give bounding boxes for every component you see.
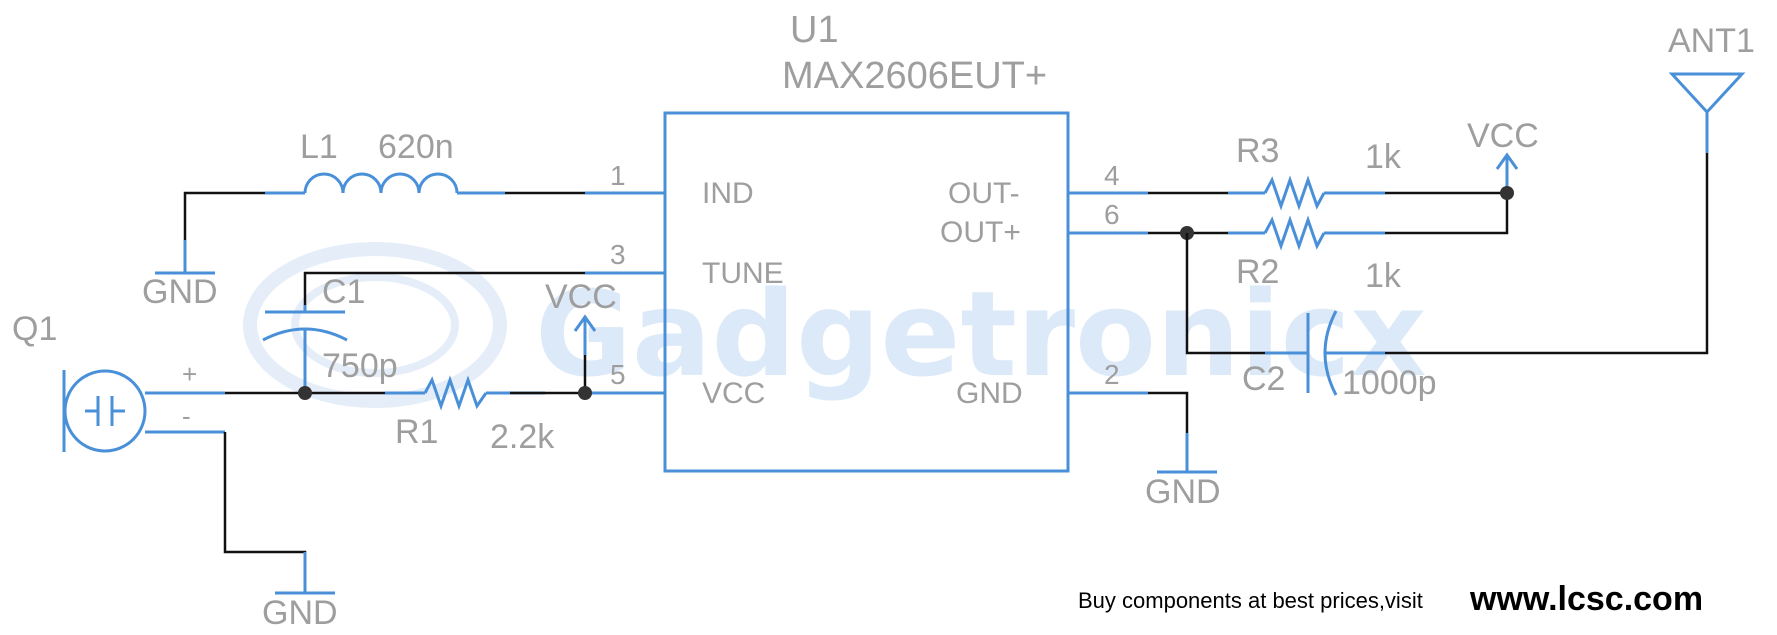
u1-body: [663, 111, 1070, 473]
gnd-symbol-l1: [155, 240, 215, 275]
wire-l1-gnd: [183, 191, 265, 240]
u1-pin2-num: 2: [1104, 359, 1120, 390]
wire-pin2-gnd: [1148, 391, 1189, 433]
r3-resistor: [1228, 175, 1385, 211]
r2-value: 1k: [1365, 257, 1402, 295]
l1-ref: L1: [300, 128, 338, 166]
vcc-symbol-left: [573, 314, 597, 355]
gnd-label-l1: GND: [142, 273, 218, 311]
gnd-label-u1: GND: [1145, 473, 1221, 511]
vcc-label-left: VCC: [545, 278, 617, 316]
u1-value: MAX2606EUT+: [782, 55, 1047, 97]
c2-capacitor: [1265, 310, 1385, 396]
u1-pin4-num: 4: [1104, 160, 1120, 191]
gnd-symbol-q1: [275, 552, 335, 595]
c2-ref: C2: [1242, 360, 1285, 398]
u1-pin6-name: OUT+: [940, 216, 1021, 249]
u1-pin1-num: 1: [610, 160, 626, 191]
wire-q1-gnd: [223, 432, 307, 590]
c1-ref: C1: [322, 273, 365, 311]
gnd-label-q1: GND: [262, 594, 338, 632]
wire-outp-c2: [1185, 233, 1265, 355]
r2-resistor: [1228, 215, 1385, 251]
u1-pin2-name: GND: [956, 377, 1023, 410]
q1-plus: +: [182, 359, 197, 389]
u1-pin6-num: 6: [1104, 199, 1120, 230]
u1-ref: U1: [790, 9, 839, 51]
junction-vcc-right: [1500, 186, 1514, 200]
q1-minus: -: [182, 401, 191, 431]
u1-pin5-name: VCC: [702, 377, 765, 410]
c1-value: 750p: [322, 347, 398, 385]
r3-value: 1k: [1365, 138, 1402, 176]
antenna-symbol: [1668, 72, 1746, 153]
wire-r2-vcc: [1385, 193, 1509, 235]
ant1-ref: ANT1: [1668, 22, 1755, 60]
u1-pin5-num: 5: [610, 359, 626, 390]
u1-pin3-name: TUNE: [702, 257, 784, 290]
wire-tune-c1: [303, 271, 585, 305]
r1-ref: R1: [395, 413, 438, 451]
watermark-text: Gadgetronicx: [535, 265, 1427, 403]
watermark: Gadgetronicx: [243, 242, 1427, 408]
q1-microphone: [62, 369, 225, 453]
vcc-label-right: VCC: [1467, 117, 1539, 155]
r1-value: 2.2k: [490, 418, 555, 456]
c1-capacitor: [262, 305, 348, 393]
r2-ref: R2: [1236, 253, 1279, 291]
wire-c2-ant: [1385, 153, 1709, 355]
q1-ref: Q1: [12, 310, 57, 348]
r3-ref: R3: [1236, 132, 1279, 170]
footer-text: Buy components at best prices,visit: [1078, 588, 1423, 613]
c2-value: 1000p: [1342, 364, 1437, 402]
junction-c1: [298, 386, 312, 400]
l1-inductor: [265, 172, 505, 195]
l1-value: 620n: [378, 128, 454, 166]
junction-vcc-left: [578, 386, 592, 400]
gnd-symbol-u1: [1157, 433, 1217, 474]
u1-pin3-num: 3: [610, 239, 626, 270]
footer-url[interactable]: www.lcsc.com: [1469, 580, 1703, 618]
u1-pin4-name: OUT-: [948, 177, 1020, 210]
u1-pin1-name: IND: [702, 177, 754, 210]
